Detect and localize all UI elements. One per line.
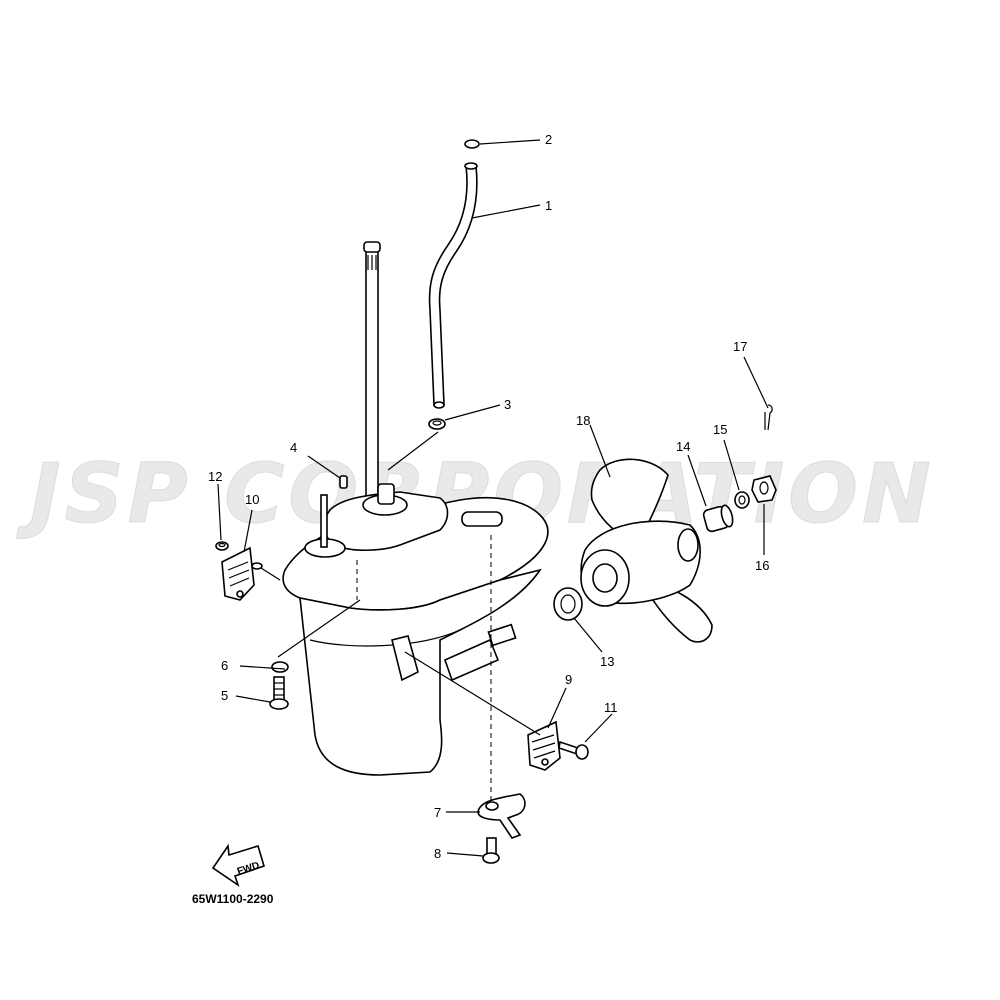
callout-17: 17	[733, 339, 747, 354]
anode-bolt[interactable]	[558, 740, 589, 760]
washer[interactable]	[464, 139, 480, 149]
diagram-code: 65W1100-2290	[192, 892, 274, 906]
callout-6: 6	[221, 658, 228, 673]
callout-18: 18	[576, 413, 590, 428]
prop-nut[interactable]	[751, 475, 777, 503]
callout-16: 16	[755, 558, 769, 573]
casing-bolt[interactable]	[269, 676, 289, 710]
cotter-pin[interactable]	[764, 404, 773, 431]
callout-7: 7	[434, 805, 441, 820]
callout-14: 14	[676, 439, 690, 454]
side-anode[interactable]	[221, 546, 263, 601]
spacer[interactable]	[702, 504, 735, 533]
anode[interactable]	[527, 720, 561, 771]
callout-15: 15	[713, 422, 727, 437]
callout-2: 2	[545, 132, 552, 147]
callout-12: 12	[208, 469, 222, 484]
fwd-arrow-icon: FWD	[211, 843, 265, 887]
bolt-washer[interactable]	[271, 661, 289, 673]
leader-lines	[217, 139, 769, 857]
callout-11: 11	[604, 700, 618, 715]
assembly-lines	[356, 535, 492, 800]
dowel-pin[interactable]	[339, 475, 348, 489]
anode-nut[interactable]	[215, 541, 229, 551]
water-tube[interactable]	[428, 162, 478, 409]
callout-9: 9	[565, 672, 572, 687]
callout-13: 13	[600, 654, 614, 669]
callout-4: 4	[290, 440, 297, 455]
grommet[interactable]	[428, 418, 446, 430]
trim-tab[interactable]	[477, 793, 526, 839]
callout-1: 1	[545, 198, 552, 213]
propeller[interactable]	[580, 458, 713, 643]
callout-5: 5	[221, 688, 228, 703]
callout-8: 8	[434, 846, 441, 861]
thrust-washer[interactable]	[553, 587, 583, 621]
trim-tab-bolt[interactable]	[482, 837, 500, 864]
callout-3: 3	[504, 397, 511, 412]
prop-washer[interactable]	[734, 491, 750, 509]
callout-labels: 1 2 3 4 5 6 7 8 9 10 11 12 13 14 15 16 1…	[208, 132, 769, 861]
callout-10: 10	[245, 492, 259, 507]
drive-shaft[interactable]	[363, 241, 381, 501]
lower-casing[interactable]	[282, 483, 549, 776]
